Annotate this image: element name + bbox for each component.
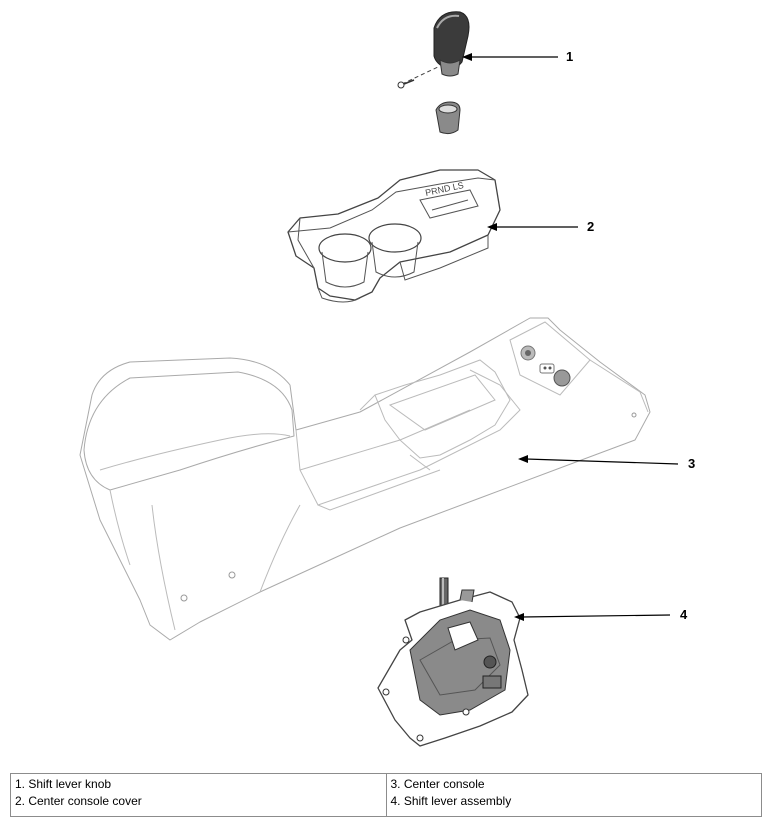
screw-illustration [397, 79, 415, 89]
shift-lever-knob-illustration [397, 11, 470, 135]
knob-bushing-illustration [435, 101, 461, 135]
callout-number: 2 [587, 219, 594, 234]
center-console-cover-illustration: PRND LS [287, 169, 501, 303]
legend-item: 2. Center console cover [15, 794, 142, 808]
center-console-illustration [79, 317, 651, 641]
callout-number: 1 [566, 49, 573, 64]
callout-number: 4 [680, 607, 688, 622]
legend-item: 4. Shift lever assembly [390, 794, 512, 808]
callout-number: 3 [688, 456, 695, 471]
legend-column-right: 3. Center console 4. Shift lever assembl… [385, 773, 762, 817]
callout-4: 4 [514, 607, 688, 622]
callout-2: 2 [487, 219, 594, 234]
legend-item: 1. Shift lever knob [15, 777, 112, 791]
legend-item: 3. Center console [390, 777, 485, 791]
exploded-parts-diagram: PRND LS 1 2 3 [79, 11, 695, 747]
parts-legend-table: 1. Shift lever knob 2. Center console co… [10, 773, 762, 817]
shift-lever-assembly-illustration [377, 577, 529, 747]
callout-1: 1 [462, 49, 573, 64]
legend-column-left: 1. Shift lever knob 2. Center console co… [10, 773, 387, 817]
callout-3: 3 [518, 455, 695, 471]
